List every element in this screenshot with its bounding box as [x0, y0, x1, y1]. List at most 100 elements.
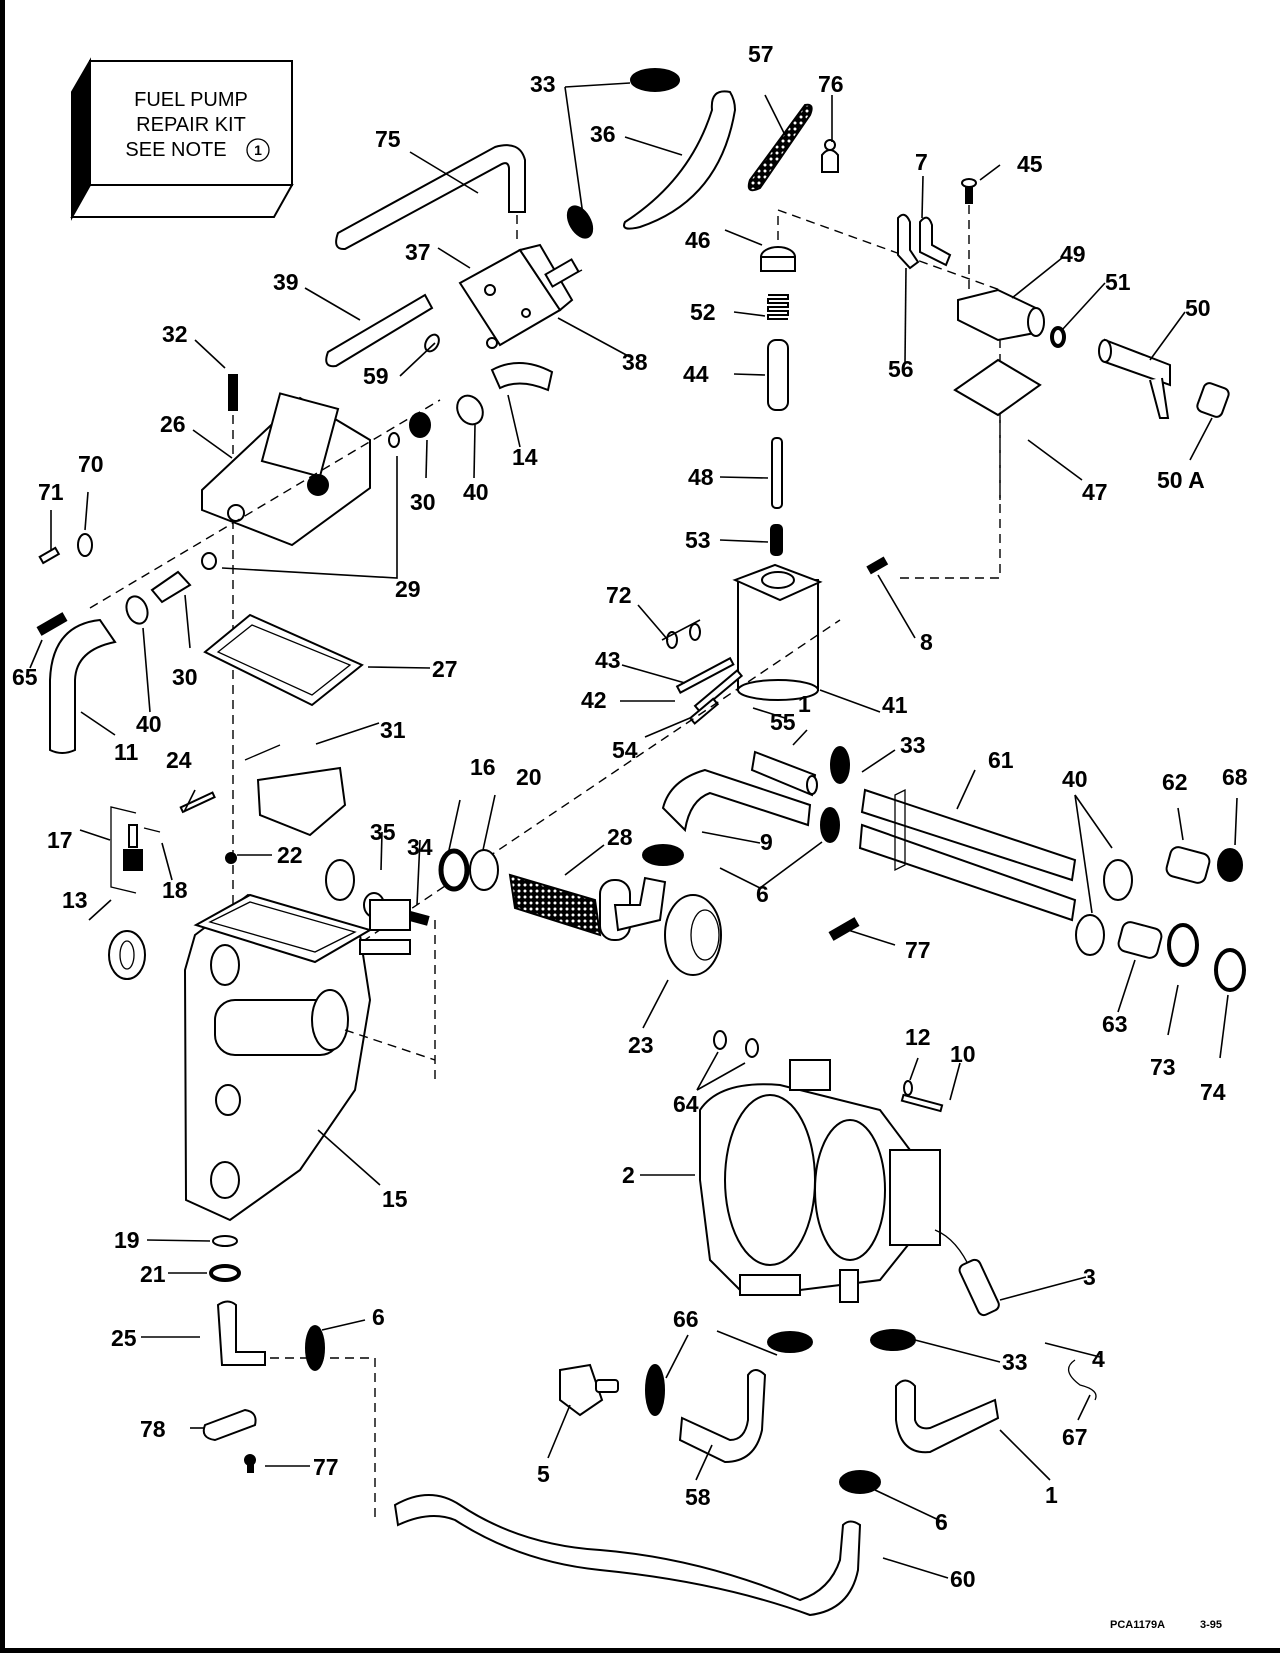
callout-64: 64 [673, 1091, 699, 1117]
callout-15: 15 [382, 1186, 408, 1212]
ring-20 [469, 849, 499, 891]
callout-67: 67 [1062, 1424, 1088, 1450]
callout-78: 78 [140, 1416, 166, 1442]
callout-33-center: 33 [900, 732, 926, 758]
callout-25: 25 [111, 1325, 137, 1351]
hose-36 [623, 90, 737, 230]
hose-75 [335, 144, 526, 251]
screw-71 [38, 546, 61, 565]
callout-8: 8 [920, 629, 933, 655]
callout-16: 16 [470, 754, 496, 780]
callout-56: 56 [888, 356, 914, 382]
screw-77-center [828, 917, 860, 941]
clamp-6-bottom [839, 1470, 881, 1494]
pin-24 [179, 791, 216, 814]
callout-37: 37 [405, 239, 431, 265]
gasket-27 [203, 613, 364, 707]
sleeve-44 [767, 339, 789, 411]
callout-43: 43 [595, 647, 621, 673]
callout-71: 71 [38, 479, 64, 505]
leader-lines [29, 82, 1238, 1579]
kit-box-line3: SEE NOTE [125, 139, 226, 161]
fuel-pump-2 [699, 1059, 941, 1303]
hose-9 [661, 768, 812, 833]
valve-17-body [123, 849, 143, 871]
callout-24: 24 [166, 747, 192, 773]
pin-48 [771, 437, 783, 509]
callout-45: 45 [1017, 151, 1043, 177]
primer-50-lever [1149, 377, 1170, 419]
note-ref-number: 1 [254, 142, 262, 158]
fuel-pump-37 [458, 243, 583, 349]
clamp-40-right-lower [1075, 914, 1105, 956]
callout-77-center: 77 [905, 937, 931, 963]
nut-23-thread [690, 909, 720, 961]
callout-6-left: 6 [372, 1304, 385, 1330]
filter-28-elbow [613, 876, 667, 932]
sleeve-63 [1117, 921, 1163, 959]
callout-18: 18 [162, 877, 188, 903]
nozzle-43 [675, 656, 735, 694]
washer-12 [903, 1080, 913, 1096]
callout-31: 31 [380, 717, 406, 743]
callout-6-center: 6 [756, 881, 769, 907]
valve-49 [957, 288, 1041, 342]
callout-29: 29 [395, 576, 421, 602]
housing-15 [183, 893, 411, 1222]
callout-1-lower: 1 [1045, 1482, 1058, 1508]
screw-77-lower-shaft [247, 1459, 254, 1473]
washer-64b [745, 1038, 759, 1058]
callout-40-lower: 40 [136, 711, 162, 737]
strap-78 [202, 1408, 257, 1442]
clamp-33-center [830, 746, 850, 784]
dash-46-47 [777, 209, 1001, 579]
screen-57 [747, 103, 813, 192]
cover-26 [201, 392, 371, 547]
clamp-40-lower [125, 595, 149, 625]
callout-labels: 33 36 57 76 75 7 45 49 51 50 50 A 56 47 … [12, 41, 1248, 1592]
callout-66: 66 [673, 1306, 699, 1332]
clip-76 [821, 149, 839, 173]
o-ring-51 [1050, 326, 1066, 348]
callout-30-lower: 30 [172, 664, 198, 690]
clamp-73 [1167, 923, 1199, 967]
clip-67 [1068, 1359, 1097, 1401]
dash-lower-left [270, 1357, 376, 1520]
valve-17 [128, 824, 138, 848]
separator-61 [858, 788, 1077, 922]
clamp-6-center [820, 807, 840, 843]
primer-50-end [1098, 339, 1112, 363]
callout-12: 12 [905, 1024, 931, 1050]
clamp-68 [1217, 848, 1243, 882]
connector-4 [958, 1258, 1000, 1317]
hose-7 [919, 216, 952, 267]
callout-50: 50 [1185, 295, 1211, 321]
repair-kit-box: FUEL PUMP REPAIR KIT SEE NOTE 1 [70, 57, 294, 221]
o-ring-21 [209, 1264, 241, 1282]
sleeve-62 [1165, 846, 1211, 884]
kit-box-line2: REPAIR KIT [136, 114, 246, 136]
kit-box-front [89, 60, 293, 186]
screw-32 [228, 374, 238, 411]
callout-23: 23 [628, 1032, 654, 1058]
screw-10 [900, 1093, 944, 1113]
hose-1-lower [895, 1379, 1000, 1454]
callout-61: 61 [988, 747, 1014, 773]
callout-57: 57 [748, 41, 774, 67]
callout-58: 58 [685, 1484, 711, 1510]
callout-22: 22 [277, 842, 303, 868]
cap-50a [1196, 382, 1230, 418]
hose-58 [678, 1369, 767, 1464]
grommet-13-hole [119, 940, 135, 970]
callout-40-right: 40 [1062, 766, 1088, 792]
callout-33-bottom: 33 [1002, 1349, 1028, 1375]
callout-62: 62 [1162, 769, 1188, 795]
elbow-25 [216, 1300, 266, 1366]
callout-41: 41 [882, 692, 908, 718]
nozzle-55 [693, 669, 744, 713]
spring-53 [770, 524, 783, 556]
drawing-date: 3-95 [1200, 1619, 1222, 1631]
clamp-6-left-lower [305, 1325, 325, 1371]
screw-8 [866, 556, 889, 575]
